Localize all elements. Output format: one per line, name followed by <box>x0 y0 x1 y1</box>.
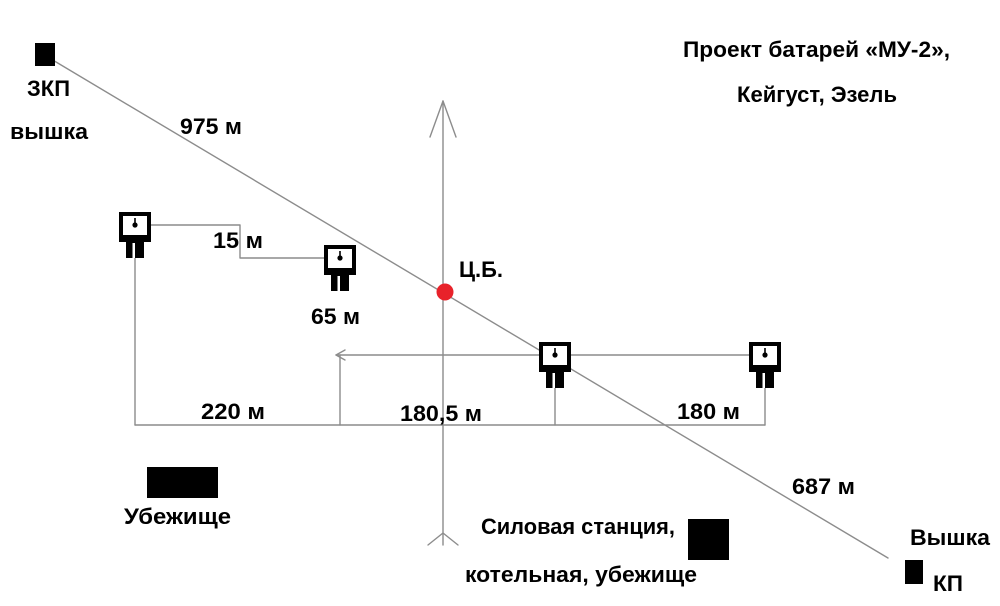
distance-gun2-setback: 65 м <box>311 304 360 329</box>
center-point-marker <box>436 283 454 301</box>
title-line-1: Проект батарей «МУ-2», <box>683 37 950 62</box>
gun-emplacements <box>119 212 781 388</box>
vertical-axis-arrowhead <box>429 100 457 138</box>
kp-label: КП <box>933 571 963 596</box>
power-station-label-line-2: котельная, убежище <box>465 562 697 587</box>
zkp-tower-label: вышка <box>10 119 89 144</box>
offset-line-gun1-gun2 <box>134 224 341 259</box>
zkp-marker <box>35 43 55 66</box>
vertical-axis-tail <box>427 532 459 546</box>
gun-pivot-dot <box>337 255 343 261</box>
gun-pivot-dot <box>762 352 768 358</box>
gun-pivot-dot <box>552 352 558 358</box>
shelter-block <box>147 467 218 498</box>
title-line-2: Кейгуст, Эзель <box>737 82 897 107</box>
gun-emplacement-2-icon <box>324 245 356 291</box>
distance-center-to-kp: 687 м <box>792 474 855 499</box>
gun-emplacement-1-icon <box>119 212 151 258</box>
distance-gun2-gun3: 180,5 м <box>400 401 482 426</box>
distance-gun1-gun2-offset: 15 м <box>213 228 263 253</box>
power-station-label-line-1: Силовая станция, <box>481 514 675 539</box>
center-label: Ц.Б. <box>459 257 503 282</box>
kp-tower-label: Вышка <box>910 525 991 550</box>
gun-emplacement-4-icon <box>749 342 781 388</box>
distance-zkp-to-center: 975 м <box>180 114 242 139</box>
distance-gun1-gun2: 220 м <box>201 399 265 424</box>
power-station-block <box>688 519 729 560</box>
sight-line-zkp-to-kp <box>45 55 889 559</box>
gun-pivot-dot <box>132 222 138 228</box>
zkp-label: ЗКП <box>27 76 70 101</box>
gun-emplacement-3-icon <box>539 342 571 388</box>
gun-pit-base-slit <box>132 243 135 258</box>
gun-pit-base-slit <box>337 276 340 291</box>
gun-line-arrow-tip <box>335 349 346 361</box>
gun-pit-base-slit <box>762 373 765 388</box>
labels: Проект батарей «МУ-2», Кейгуст, Эзель ЗК… <box>10 37 991 596</box>
kp-marker <box>905 560 923 584</box>
distance-gun3-gun4: 180 м <box>677 399 740 424</box>
structure-markers <box>35 43 923 584</box>
gun-pit-base-slit <box>552 373 555 388</box>
shelter-label: Убежище <box>124 504 231 529</box>
